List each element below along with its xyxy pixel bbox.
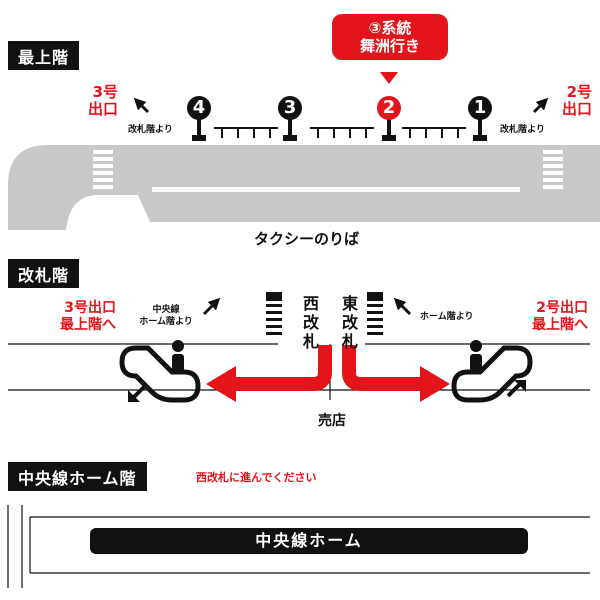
bus-stop-pole-4	[192, 118, 206, 141]
exit-2-word: 出口	[561, 100, 592, 118]
route-callout: ③系統 舞洲行き	[332, 14, 448, 60]
from-platform-floor-right: ホーム階より	[420, 312, 474, 322]
callout-pointer	[380, 72, 398, 84]
escalator-right-icon	[451, 340, 533, 403]
bus-stop-pole-3	[283, 118, 297, 141]
section-label-ticket-floor: 改札階	[8, 259, 80, 288]
lane-marking	[152, 187, 520, 192]
exit-3-word: 出口	[87, 100, 118, 118]
exit-2-to-top-line2: 最上階へ	[532, 317, 588, 333]
bus-stop-3: 3	[278, 96, 302, 120]
callout-route: ③系統	[368, 19, 412, 37]
east-gate-char: 札	[341, 332, 358, 351]
west-gate-char: 西	[302, 294, 319, 313]
bench	[402, 127, 466, 138]
bench	[310, 127, 374, 138]
from-central-line-platform: 中央線 ホーム階より	[132, 304, 200, 328]
from-central-line-line2: ホーム階より	[139, 317, 193, 327]
west-gate-char: 改	[302, 313, 319, 332]
shop-box	[314, 406, 364, 432]
taxi-stand-label: タクシーのりば	[254, 230, 360, 248]
red-arrow-west-icon	[232, 345, 332, 391]
callout-destination: 舞洲行き	[359, 37, 420, 55]
bus-stop-1: 1	[468, 96, 492, 120]
arrow-up-right-icon	[532, 97, 549, 114]
exit-3-to-top-line1: 3号出口	[64, 300, 116, 316]
east-gate-label: 東 改 札	[340, 294, 360, 351]
stairs-left-icon	[266, 292, 282, 335]
exit-3-label: 3号 出口	[78, 84, 118, 118]
west-gate-label: 西 改 札	[301, 294, 321, 351]
shop-label: 売店	[318, 413, 346, 429]
bus-stop-4: 4	[187, 96, 211, 120]
red-arrow-west-head	[206, 366, 236, 402]
red-arrow-east-head	[420, 366, 450, 402]
escalator-left-icon	[119, 340, 201, 403]
crosswalk-left	[93, 150, 113, 189]
bus-stop-2: 2	[377, 96, 401, 120]
platform-instruction: 西改札に進んでください	[196, 471, 317, 484]
exit-3-number: 3号	[92, 83, 118, 101]
arrow-up-left-icon	[133, 97, 150, 114]
bus-stop-pole-2	[382, 118, 396, 141]
from-central-line-line1: 中央線	[152, 305, 180, 315]
exit-3-to-top-label: 3号出口 最上階へ	[20, 300, 116, 334]
east-gate-char: 東	[341, 294, 358, 313]
exit-2-label: 2号 出口	[552, 84, 592, 118]
bench	[214, 127, 278, 138]
arrow-up-left-icon	[393, 297, 412, 316]
section-label-platform-floor: 中央線ホーム階	[8, 462, 147, 491]
red-arrow-east-icon	[342, 345, 424, 391]
from-ticket-floor-left: 改札階より	[128, 125, 173, 135]
east-gate-char: 改	[341, 313, 358, 332]
crosswalk-right	[543, 150, 563, 189]
arrow-up-right-icon	[202, 297, 221, 316]
stairs-right-icon	[367, 292, 383, 335]
exit-3-to-top-line2: 最上階へ	[60, 317, 116, 333]
bus-stop-pole-1	[473, 118, 487, 141]
central-line-platform: 中央線ホーム	[90, 528, 528, 554]
exit-2-to-top-label: 2号出口 最上階へ	[492, 300, 588, 334]
from-ticket-floor-right: 改札階より	[500, 125, 545, 135]
west-gate-char: 札	[302, 332, 319, 351]
exit-2-number: 2号	[566, 83, 592, 101]
section-label-top-floor: 最上階	[8, 41, 80, 70]
exit-2-to-top-line1: 2号出口	[536, 300, 588, 316]
